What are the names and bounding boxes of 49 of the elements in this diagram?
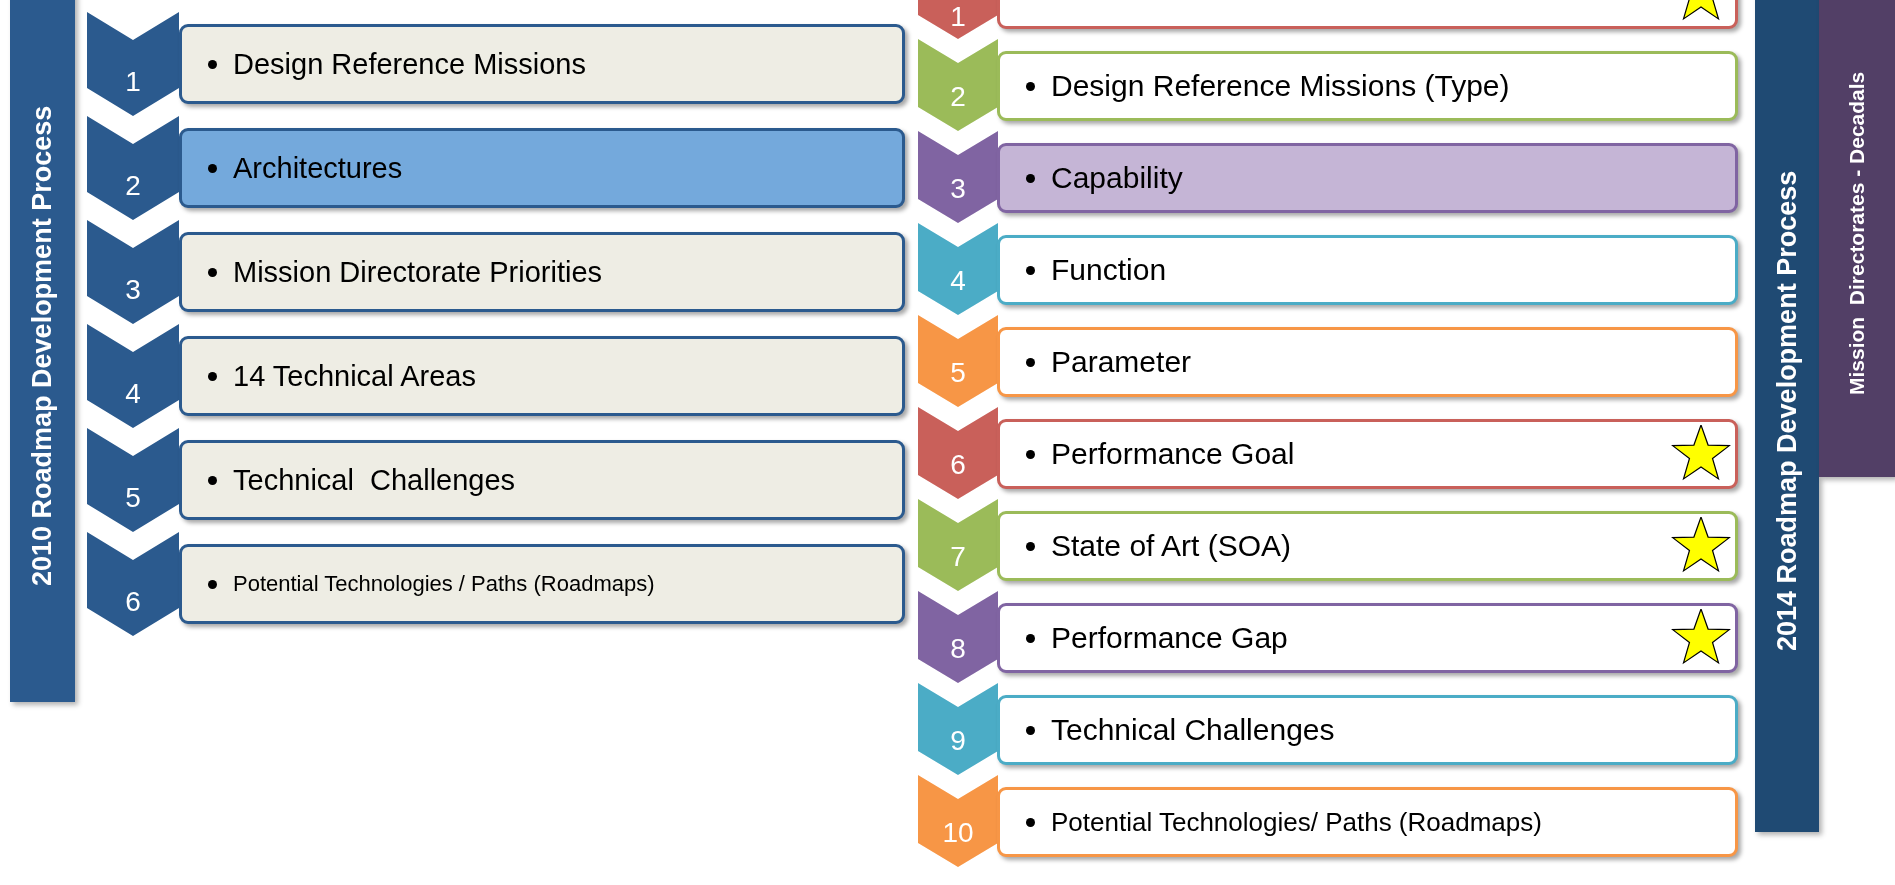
step-box xyxy=(997,695,1738,765)
step-box xyxy=(179,128,905,208)
step-number-tab: 3 xyxy=(87,220,179,324)
step-text: Technical Challenges xyxy=(1051,713,1335,747)
step-text: Design Reference Missions xyxy=(233,47,586,81)
step-box xyxy=(179,544,905,624)
step-text: Function xyxy=(1051,253,1167,287)
step-number-tab: 7 xyxy=(918,499,998,591)
step-text: 14 Technical Areas xyxy=(233,359,476,393)
step-box xyxy=(179,440,905,520)
step-text: Architectures xyxy=(233,151,403,185)
step-number-tab: 2 xyxy=(87,116,179,220)
step-number-tab: 10 xyxy=(918,775,998,867)
step-text: Mission Directorate Priorities xyxy=(233,255,603,289)
step-number-tab: 5 xyxy=(918,315,998,407)
step-text: Capability xyxy=(1051,161,1183,195)
step-box xyxy=(997,235,1738,305)
step-box xyxy=(179,24,905,104)
step-number-tab: 6 xyxy=(87,532,179,636)
step-box xyxy=(997,419,1738,489)
step-number-tab: 8 xyxy=(918,591,998,683)
step-text: Potential Technologies / Paths (Roadmaps) xyxy=(233,571,655,597)
step-number-tab: 6 xyxy=(918,407,998,499)
step-box xyxy=(997,327,1738,397)
step-text: Design Reference Missions (Type) xyxy=(1051,69,1510,103)
step-number-tab: 4 xyxy=(87,324,179,428)
vertical-title-bar: 2010 Roadmap Development Process xyxy=(10,0,75,702)
step-number-tab: 9 xyxy=(918,683,998,775)
step-box xyxy=(997,51,1738,121)
step-text: Performance Gap xyxy=(1051,621,1288,655)
step-text: Potential Technologies/ Paths (Roadmaps) xyxy=(1051,806,1542,838)
vertical-label-bar: Mission Directorates - Decadals xyxy=(1819,0,1895,477)
step-number-tab: 3 xyxy=(918,131,998,223)
step-box xyxy=(179,336,905,416)
step-box xyxy=(997,787,1738,857)
step-box xyxy=(997,511,1738,581)
step-box xyxy=(997,143,1738,213)
step-text: State of Art (SOA) xyxy=(1051,529,1292,563)
step-number-tab: 5 xyxy=(87,428,179,532)
step-number-tab: 2 xyxy=(918,39,998,131)
step-number-tab: 1 xyxy=(918,0,998,39)
step-text: Parameter xyxy=(1051,345,1192,379)
step-box xyxy=(997,603,1738,673)
vertical-title-bar: 2014 Roadmap Development Process xyxy=(1755,0,1819,832)
step-text: Performance Goal xyxy=(1051,437,1295,471)
step-number-tab: 4 xyxy=(918,223,998,315)
step-text: Technical Challenges xyxy=(233,463,516,497)
step-number-tab: 1 xyxy=(87,12,179,116)
step-box xyxy=(179,232,905,312)
